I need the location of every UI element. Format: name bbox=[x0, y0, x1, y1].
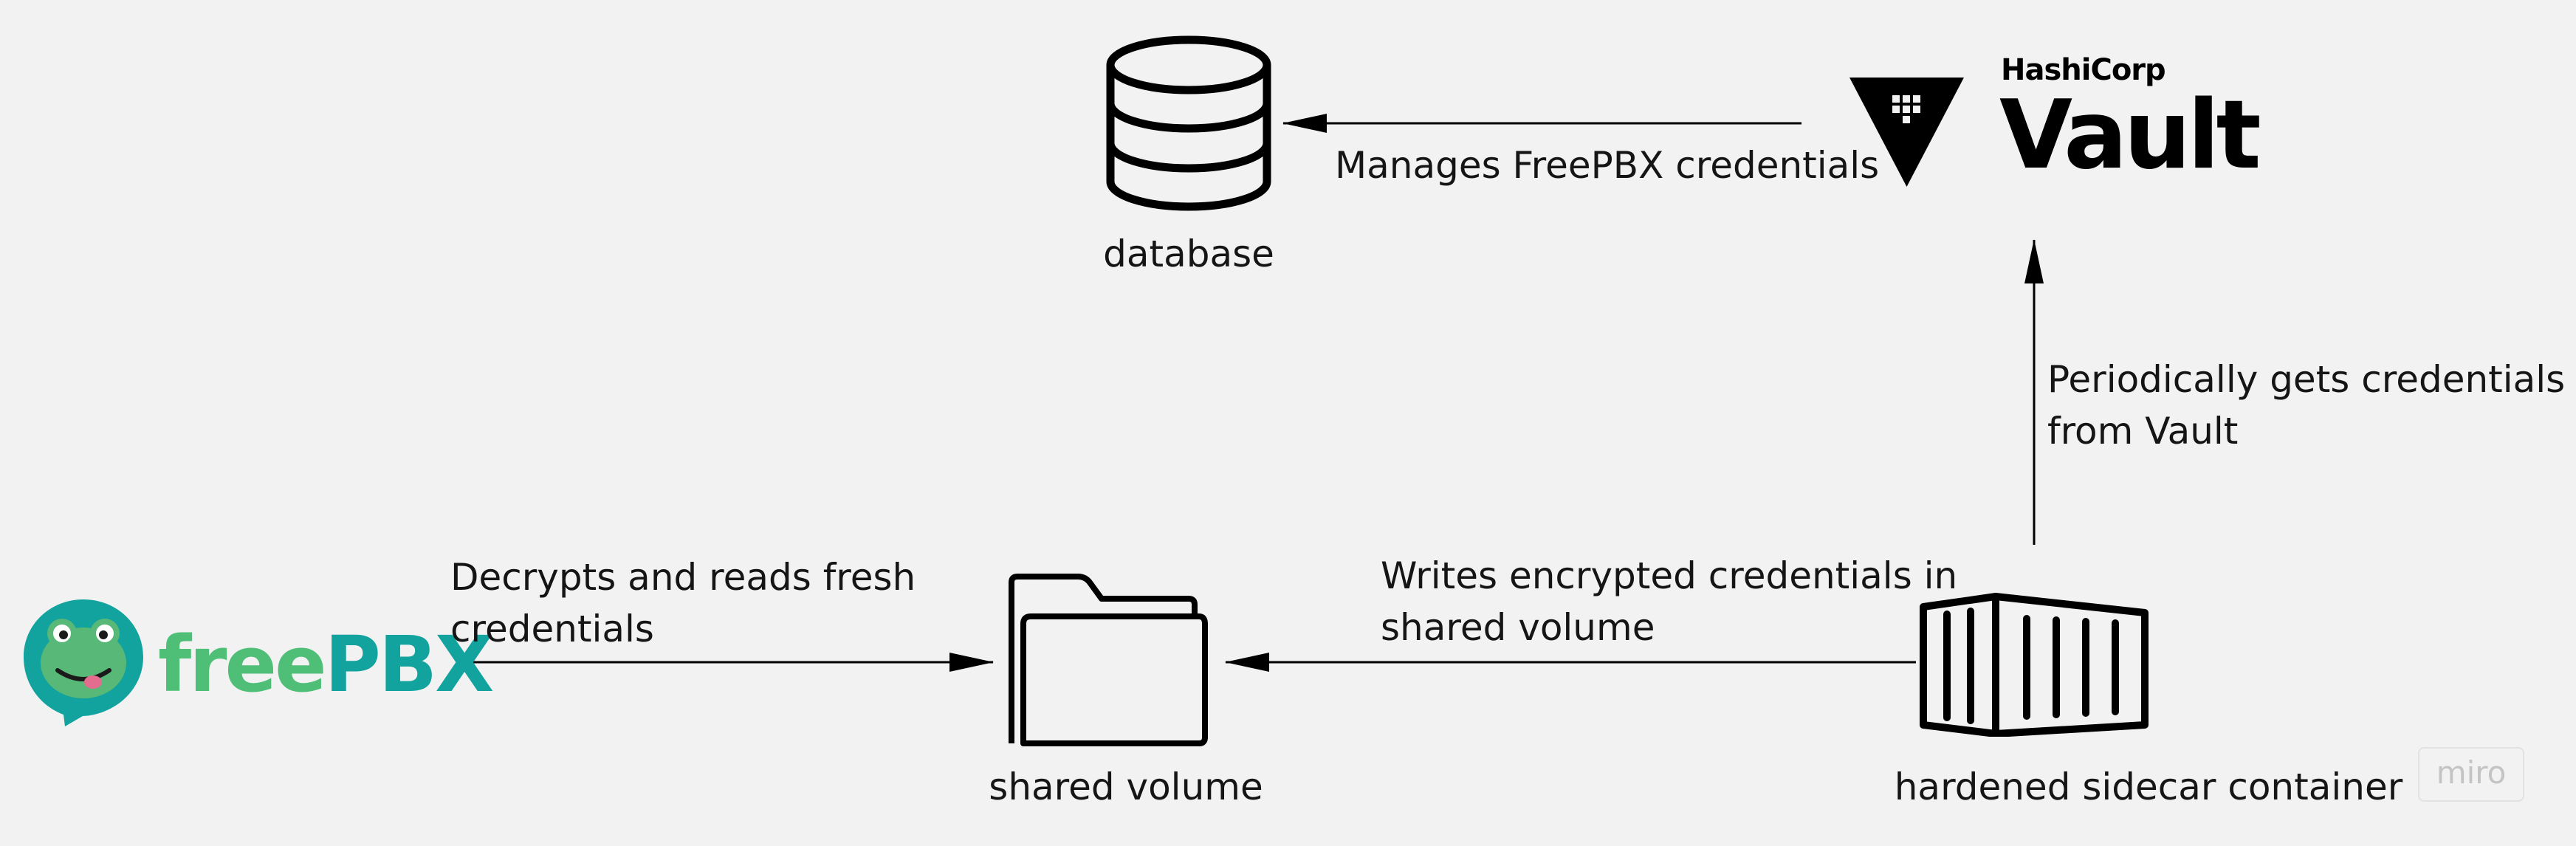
vault-triangle-icon bbox=[1849, 78, 1964, 187]
vault-logo: HashiCorp Vault bbox=[1849, 52, 2261, 199]
edge-label-periodically-line1: Periodically gets credentials bbox=[2047, 358, 2566, 401]
folder-icon bbox=[1009, 574, 1208, 746]
vault-brand-top: HashiCorp bbox=[2001, 53, 2166, 87]
edge-label-periodically-line2: from Vault bbox=[2047, 410, 2239, 453]
miro-watermark: miro bbox=[2418, 747, 2524, 802]
database-label: database bbox=[1103, 233, 1274, 275]
vault-brand-name: Vault bbox=[1999, 80, 2261, 190]
edge-label-manages: Manages FreePBX credentials bbox=[1335, 144, 1880, 187]
edge-label-writes-line1: Writes encrypted credentials in bbox=[1381, 554, 1958, 597]
shared-volume-label: shared volume bbox=[989, 766, 1263, 808]
sidecar-label: hardened sidecar container bbox=[1894, 766, 2403, 808]
frog-icon bbox=[24, 599, 143, 726]
edge-label-decrypts-line2: credentials bbox=[450, 608, 654, 650]
container-icon bbox=[1920, 593, 2149, 737]
edge-label-decrypts-line1: Decrypts and reads fresh bbox=[450, 556, 916, 599]
edge-label-writes-line2: shared volume bbox=[1381, 606, 1655, 649]
freepbx-wordmark-free: free bbox=[158, 619, 327, 709]
freepbx-logo: freePBX bbox=[21, 596, 494, 729]
database-icon bbox=[1106, 35, 1271, 211]
freepbx-wordmark-pbx: PBX bbox=[324, 619, 495, 709]
freepbx-wordmark: freePBX bbox=[158, 626, 494, 703]
